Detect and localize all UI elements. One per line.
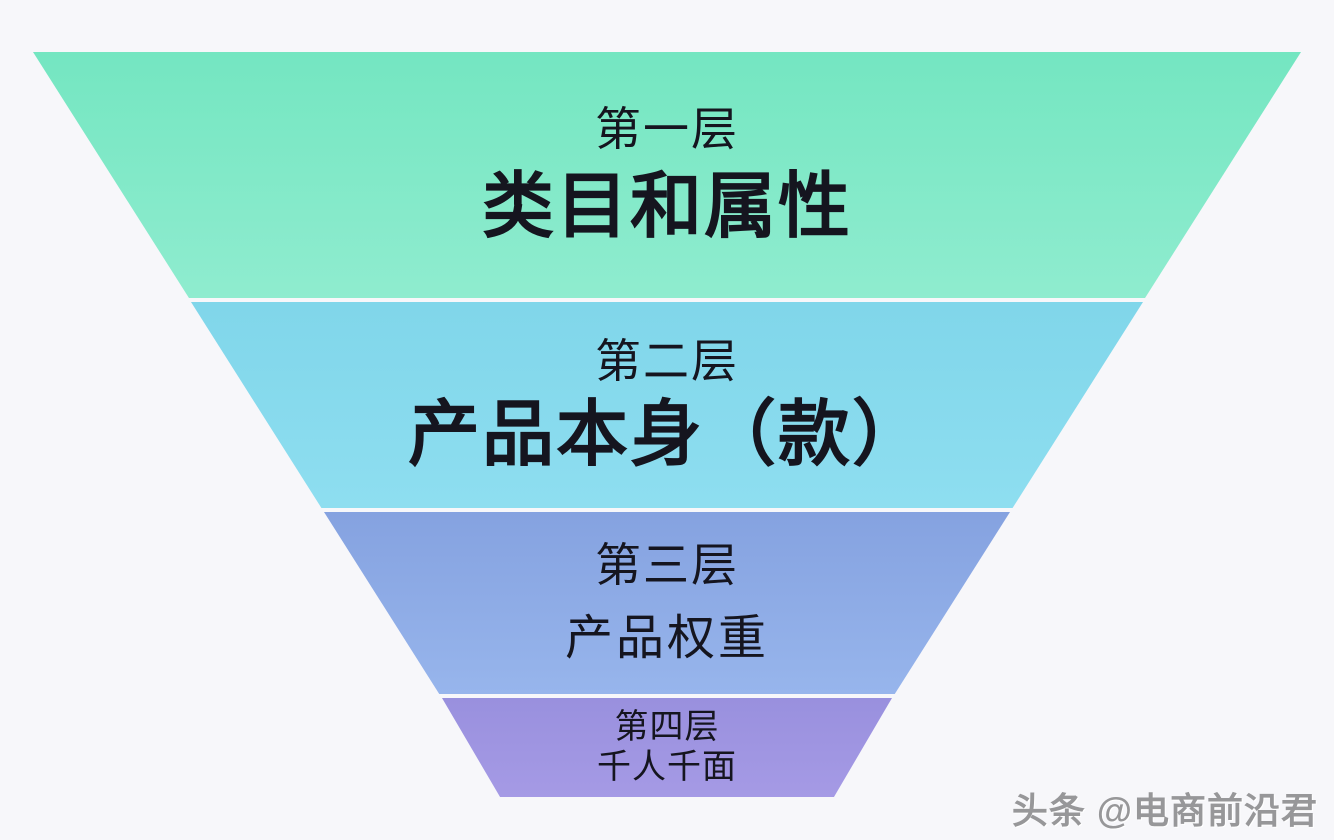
layer-1-title: 类目和属性 (481, 167, 852, 247)
funnel-layer-4: 第四层 千人千面 (442, 698, 892, 797)
funnel-layer-2: 第二层 产品本身（款） (191, 302, 1143, 508)
funnel-layer-1: 第一层 类目和属性 (33, 52, 1301, 298)
watermark: 头条 @电商前沿君 (1011, 790, 1318, 831)
layer-3-label: 第三层 (595, 540, 739, 591)
layer-4-title: 千人千面 (597, 748, 737, 786)
layer-2-title: 产品本身（款） (407, 395, 926, 475)
layer-4-label: 第四层 (614, 708, 720, 746)
layer-1-label: 第一层 (595, 104, 739, 155)
funnel-layer-3: 第三层 产品权重 (324, 512, 1010, 694)
layer-3-title: 产品权重 (564, 612, 769, 665)
layer-2-label: 第二层 (595, 336, 739, 387)
